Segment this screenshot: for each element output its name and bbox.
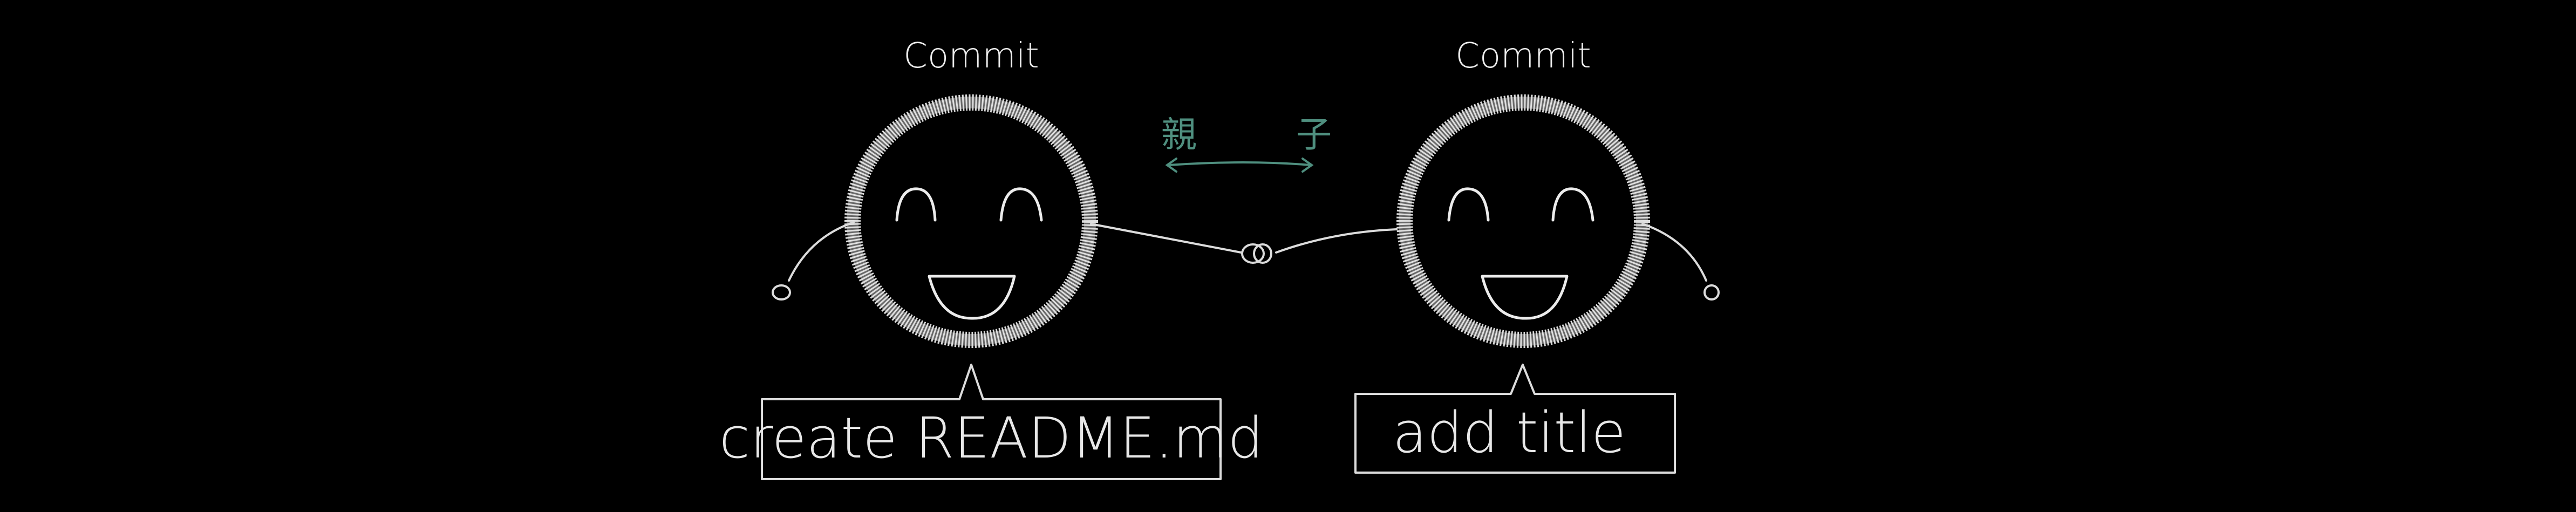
left-commit-message-bubble: create README.md [719, 364, 1263, 480]
left-commit-hand [772, 284, 791, 301]
left-face-right-eye [999, 187, 1043, 222]
right-commit: Commit add title [1354, 36, 1720, 474]
right-face-left-eye [1447, 187, 1490, 222]
left-commit-arm [788, 221, 855, 282]
right-face-right-eye [1551, 187, 1594, 222]
right-face-mouth [1481, 275, 1569, 320]
left-commit: Commit create README.md [719, 36, 1263, 480]
link-hand-right [1253, 243, 1272, 264]
right-message-bubble-outline [1354, 364, 1676, 474]
left-face-ring [844, 94, 1098, 348]
relation-arrow-left-head [1165, 158, 1177, 173]
right-commit-arm [1641, 223, 1707, 282]
parent-child-relation: 親 子 [1161, 114, 1332, 173]
left-commit-face [844, 94, 1098, 348]
right-commit-hand [1703, 284, 1720, 301]
right-commit-link-arm [1275, 228, 1398, 254]
relation-arrow-right-head [1301, 158, 1314, 173]
link-hand-left [1241, 243, 1265, 264]
left-commit-title: Commit [903, 36, 1039, 76]
right-commit-title: Commit [1455, 36, 1591, 76]
parent-label: 親 [1161, 114, 1197, 155]
commit-link [1090, 223, 1398, 264]
right-face-ring [1396, 94, 1650, 348]
left-face-mouth [928, 275, 1016, 320]
child-label: 子 [1296, 114, 1332, 155]
relation-arrow-line [1167, 161, 1312, 166]
right-commit-face [1396, 94, 1650, 348]
right-commit-message: add title [1393, 400, 1626, 466]
left-face-left-eye [895, 187, 937, 222]
right-commit-message-bubble: add title [1354, 364, 1676, 474]
left-message-bubble-outline [761, 364, 1222, 480]
left-commit-link-arm [1090, 223, 1242, 254]
left-commit-message: create README.md [719, 405, 1263, 471]
